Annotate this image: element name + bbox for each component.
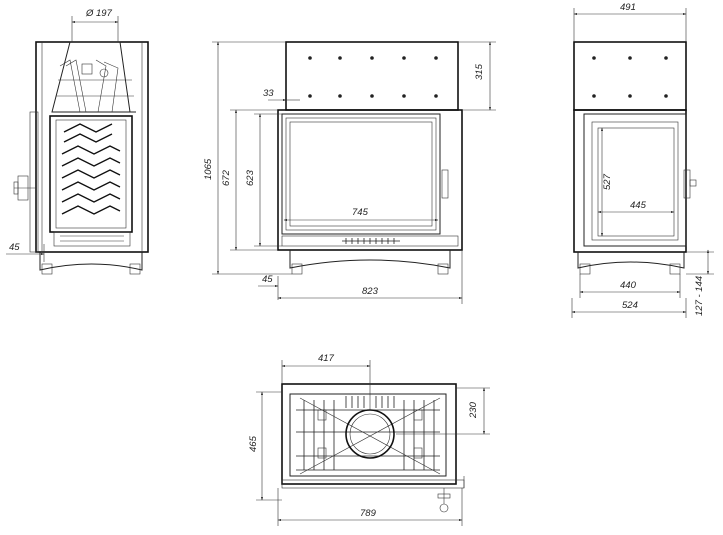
side-view — [13, 41, 149, 275]
right-dim-524: 524 — [571, 298, 687, 318]
back-bottom-width-label: 524 — [622, 300, 638, 311]
right-dim-527: 527 — [600, 127, 613, 237]
front-top-box — [285, 41, 459, 111]
top-depth-230-label: 230 — [468, 401, 479, 419]
front-total-width-label: 823 — [362, 286, 379, 297]
front-offset-33-label: 33 — [263, 88, 274, 99]
front-inner-width-label: 745 — [352, 207, 369, 218]
top-dim-230: 230 — [396, 387, 490, 435]
front-dim-33: 33 — [263, 88, 300, 102]
right-view — [573, 41, 697, 275]
side-dim-45: 45 — [6, 242, 45, 262]
top-knob — [439, 503, 449, 513]
side-dim-flue: Ø 197 — [71, 8, 119, 42]
front-dim-745: 745 — [283, 207, 439, 222]
front-body — [277, 109, 463, 251]
right-body — [573, 109, 687, 253]
right-dim-491: 491 — [573, 2, 687, 42]
top-offset-417-label: 417 — [318, 353, 335, 364]
top-view — [281, 383, 465, 513]
right-dim-445: 445 — [597, 200, 675, 214]
front-bottom-offset-label: 45 — [262, 274, 273, 285]
front-handle — [441, 169, 449, 199]
front-view — [277, 41, 463, 275]
top-dim-465: 465 — [248, 391, 282, 501]
front-total-height-label: 1065 — [203, 158, 214, 180]
top-dim-789: 789 — [277, 488, 463, 526]
back-width-440-label: 440 — [620, 280, 637, 291]
back-inner-width-label: 445 — [630, 200, 647, 211]
top-teeth — [345, 396, 395, 408]
top-total-depth-label: 465 — [248, 435, 259, 452]
front-dim-45: 45 — [258, 274, 279, 300]
back-height-527-label: 527 — [602, 173, 613, 190]
front-height-623-label: 623 — [245, 169, 256, 186]
right-handle — [683, 169, 691, 199]
front-dim-623: 623 — [245, 113, 282, 247]
top-dim-417: 417 — [281, 353, 371, 410]
right-top-box — [573, 41, 687, 111]
flue-diameter-label: Ø 197 — [85, 8, 113, 19]
side-offset-label: 45 — [9, 242, 20, 253]
front-top-height-label: 315 — [474, 63, 485, 80]
front-dim-315: 315 — [458, 41, 496, 111]
front-air-control — [342, 238, 400, 244]
front-height-672-label: 672 — [221, 169, 232, 186]
front-dim-672: 672 — [221, 109, 278, 251]
top-total-width-label: 789 — [360, 508, 377, 519]
front-dim-1065: 1065 — [203, 41, 292, 275]
side-baffles — [54, 59, 136, 113]
back-total-width-label: 491 — [620, 2, 636, 13]
right-dim-440: 440 — [579, 274, 681, 298]
back-leg-height-label: 127 - 144 — [694, 276, 705, 316]
top-flue-outer — [345, 409, 395, 459]
front-dim-823: 823 — [277, 250, 463, 304]
side-chamber — [49, 115, 133, 233]
side-firebrick-pattern — [61, 123, 121, 215]
right-dim-legs: 127 - 144 — [686, 249, 714, 316]
